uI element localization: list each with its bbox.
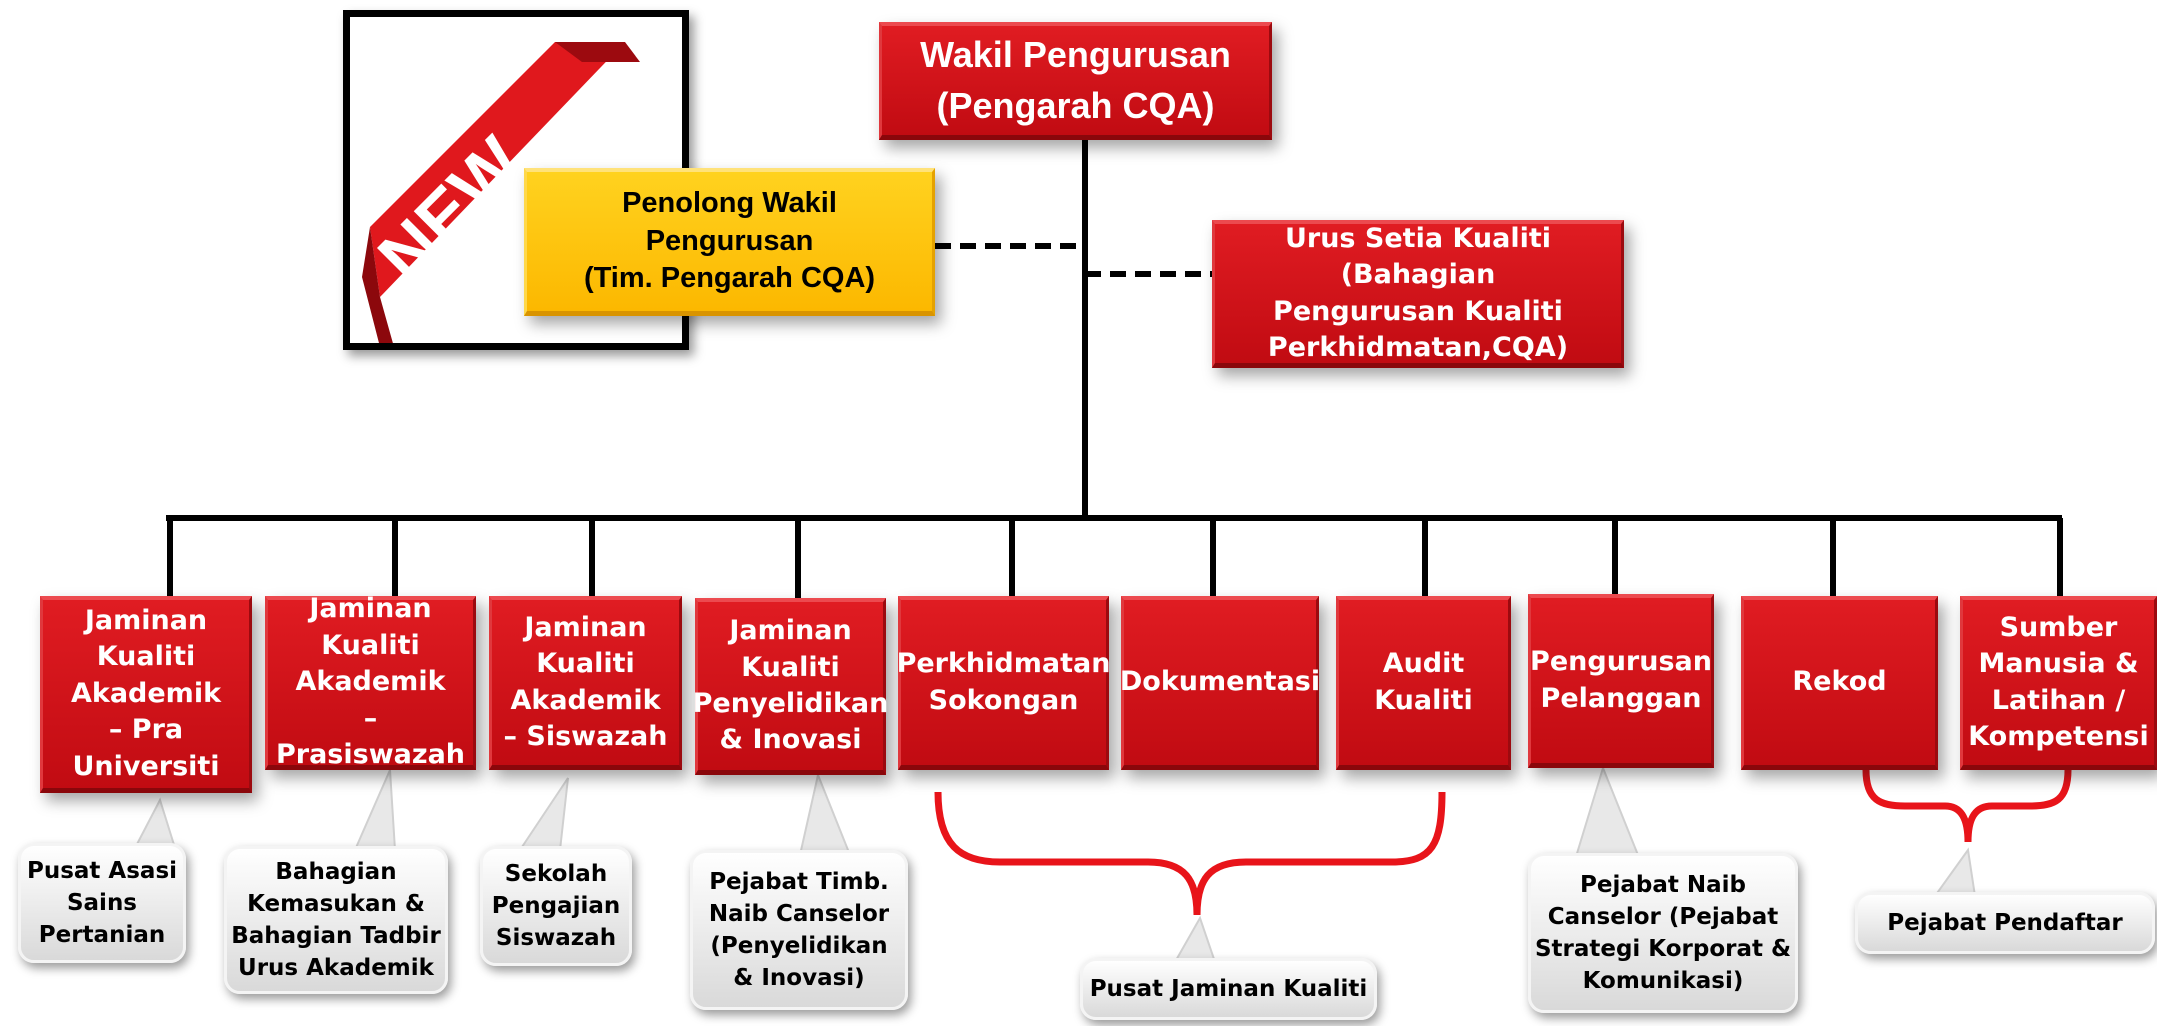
new-ribbon-icon: NEW bbox=[362, 42, 640, 343]
owner-callout: Pejabat Timb. Naib Canselor (Penyelidika… bbox=[690, 850, 908, 1010]
assistant-box: Penolong Wakil Pengurusan (Tim. Pengarah… bbox=[524, 168, 935, 316]
owner-callout: Sekolah Pengajian Siswazah bbox=[480, 846, 632, 966]
callout-pointer bbox=[353, 769, 397, 851]
secretariat-box: Urus Setia Kualiti (Bahagian Pengurusan … bbox=[1212, 220, 1624, 368]
owner-callout: Pejabat Naib Canselor (Pejabat Strategi … bbox=[1528, 853, 1798, 1013]
owner-callout: Pejabat Pendaftar bbox=[1855, 892, 2155, 954]
unit-box: Jaminan Kualiti Akademik – Pra Universit… bbox=[40, 596, 252, 793]
callout-pointer bbox=[133, 797, 177, 849]
unit-box: Perkhidmatan Sokongan bbox=[897, 596, 1110, 770]
unit-box: Jaminan Kualiti Akademik – Siswazah bbox=[489, 596, 682, 770]
brace-hr-records bbox=[1862, 769, 2072, 843]
brace-support-units bbox=[934, 791, 1446, 916]
callout-pointer bbox=[518, 777, 569, 851]
callout-pointer bbox=[798, 771, 852, 856]
callout-pointer bbox=[1573, 764, 1642, 861]
owner-callout: Bahagian Kemasukan & Bahagian Tadbir Uru… bbox=[224, 846, 448, 994]
callout-pointer bbox=[1173, 915, 1217, 963]
unit-box: Pengurusan Pelanggan bbox=[1528, 594, 1714, 768]
unit-box: Rekod bbox=[1741, 596, 1938, 770]
top-box-management-rep: Wakil Pengurusan (Pengarah CQA) bbox=[879, 22, 1272, 140]
callout-pointer bbox=[1933, 847, 1977, 897]
unit-box: Dokumentasi bbox=[1120, 596, 1320, 770]
owner-callout: Pusat Asasi Sains Pertanian bbox=[18, 843, 186, 963]
unit-box: Sumber Manusia & Latihan / Kompetensi bbox=[1960, 596, 2157, 770]
unit-box: Audit Kualiti bbox=[1336, 596, 1511, 770]
unit-box: Jaminan Kualiti Penyelidikan & Inovasi bbox=[693, 598, 888, 775]
unit-box: Jaminan Kualiti Akademik – Prasiswazah bbox=[265, 593, 476, 770]
owner-callout: Pusat Jaminan Kualiti bbox=[1080, 958, 1377, 1020]
